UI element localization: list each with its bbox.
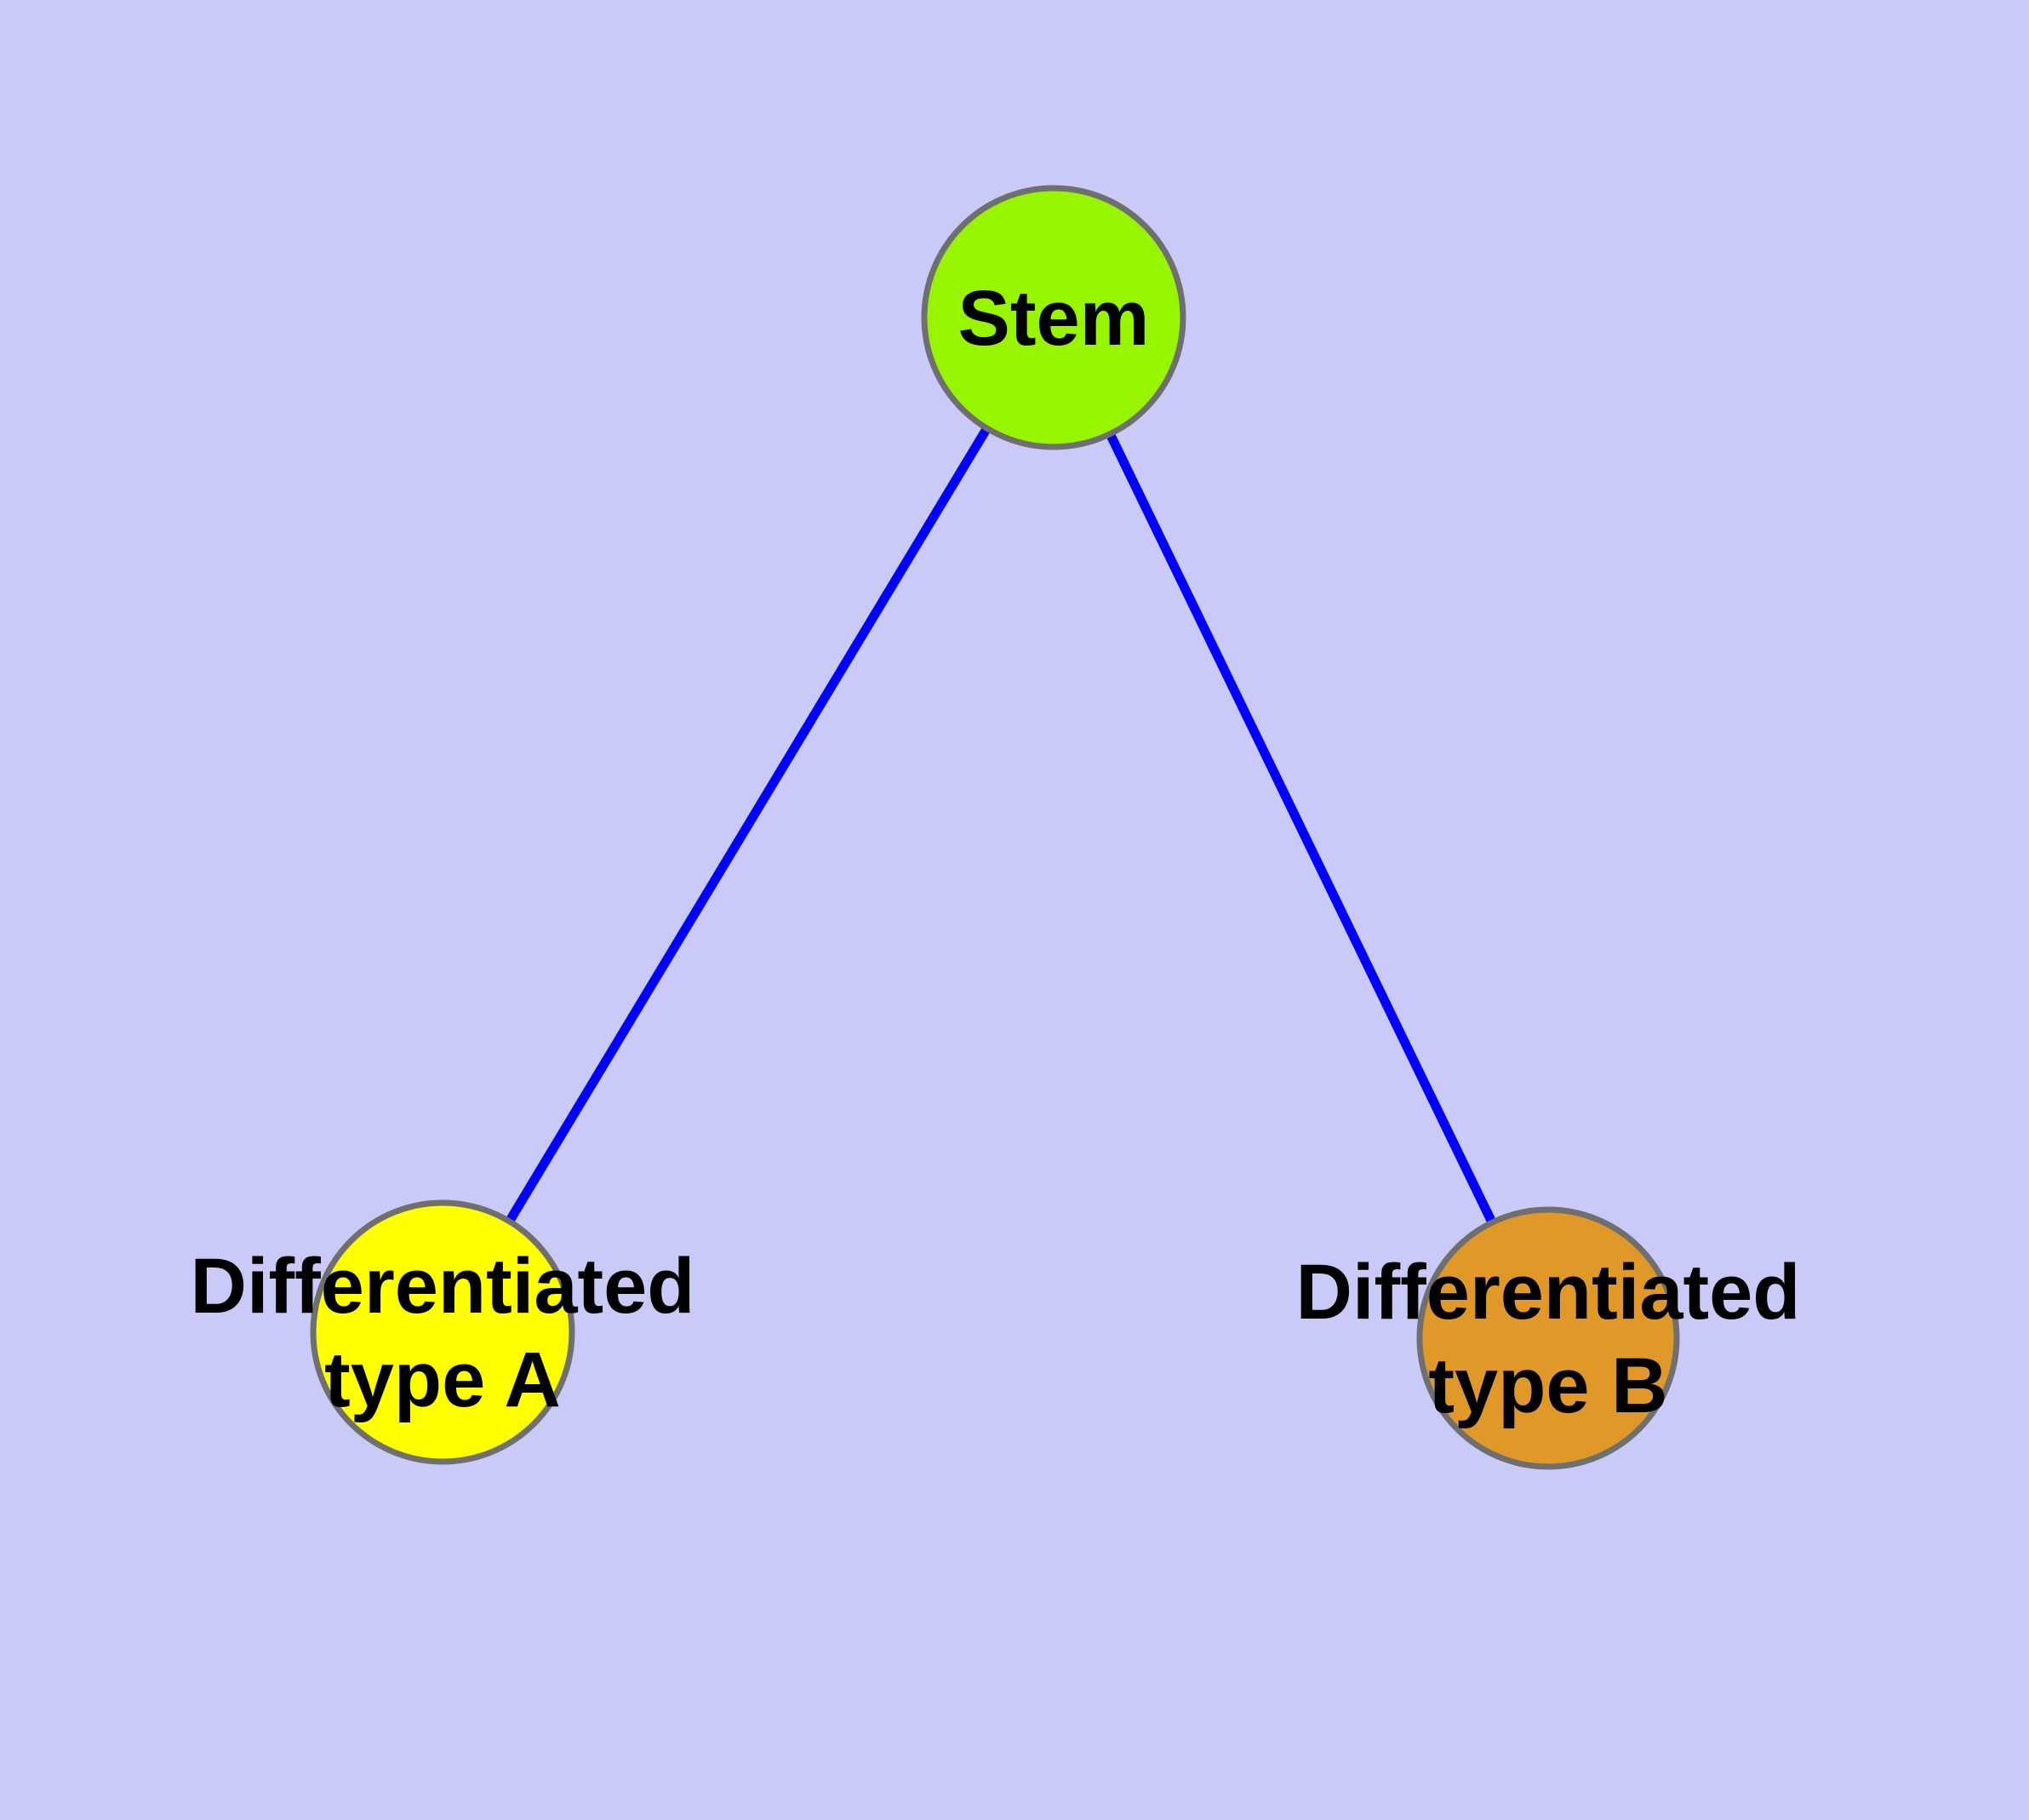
edge-stem-diff-a [438, 315, 1058, 1335]
edge-stem-diff-b [1049, 315, 1552, 1341]
node-stem-label: Stem [958, 275, 1150, 362]
node-stem-circle [921, 185, 1186, 450]
node-diff-b-circle [1416, 1206, 1680, 1470]
node-diff-a-circle [310, 1199, 575, 1465]
